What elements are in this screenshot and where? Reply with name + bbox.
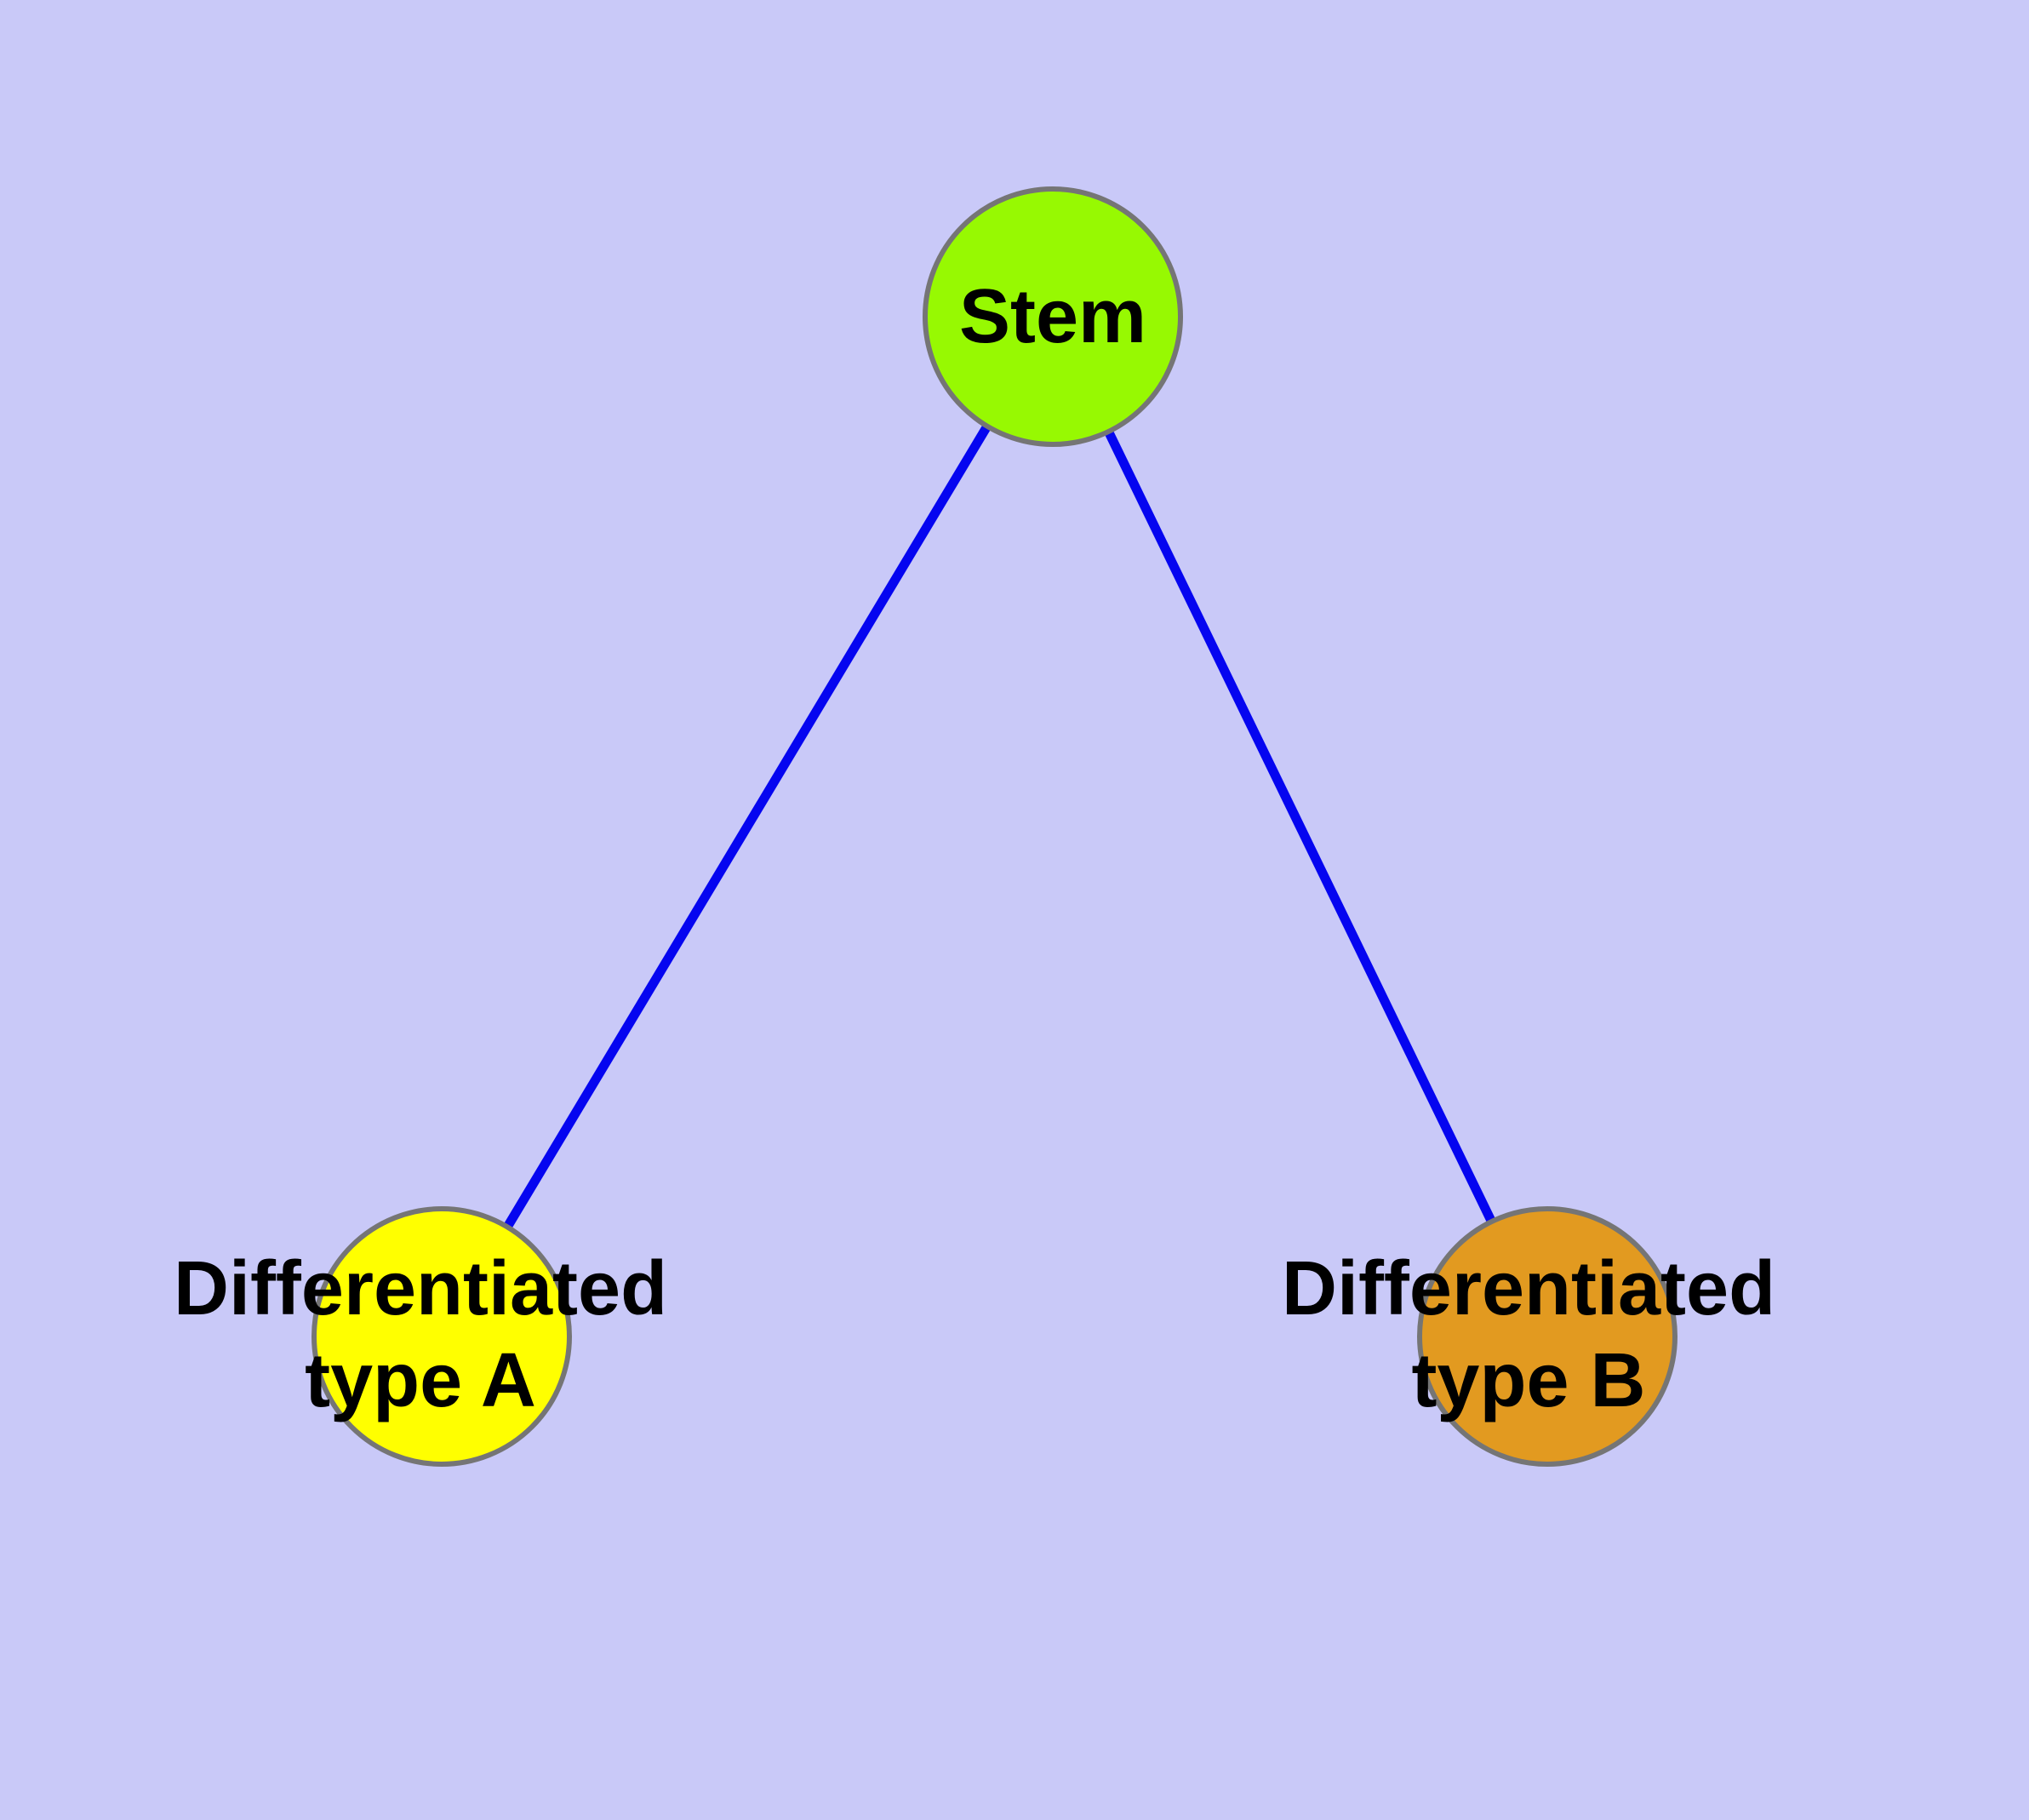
node-differentiated-type-b-label: Differentiated type B [1281, 1246, 1776, 1423]
node-differentiated-type-a-label: Differentiated type A [173, 1246, 668, 1423]
edge-stem-to-type-a [437, 314, 1057, 1339]
node-differentiated-type-a-circle[interactable] [311, 1206, 572, 1467]
edge-stem-to-type-b [1049, 314, 1552, 1339]
node-stem-label: Stem [958, 274, 1147, 359]
node-stem-circle[interactable] [923, 186, 1183, 447]
node-differentiated-type-b-circle[interactable] [1417, 1206, 1677, 1467]
